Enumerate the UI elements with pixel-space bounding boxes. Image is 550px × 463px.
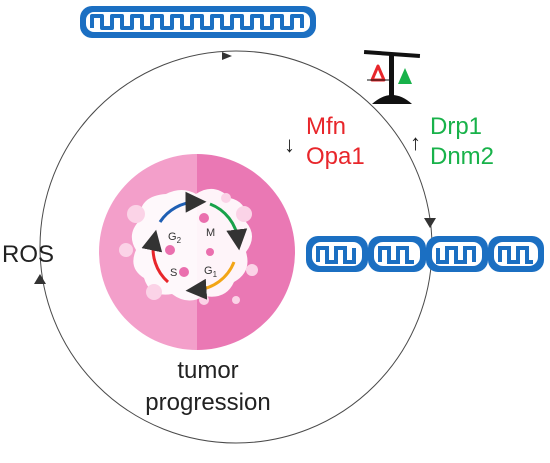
fission-protein-dnm2: Dnm2 <box>430 143 494 170</box>
balance-scale-icon <box>363 50 421 104</box>
cell-cycle-arrow-g1-s <box>185 261 236 300</box>
fragmented-mitochondrion-2 <box>368 236 426 272</box>
tumor-cell <box>99 154 295 350</box>
phase-label-m: M <box>206 227 215 239</box>
fragmented-mitochondrion-4 <box>488 236 544 272</box>
cell-cycle-arrow-s-g2 <box>141 229 170 284</box>
cell-cycle-ring <box>141 191 248 300</box>
cycle-arrow-top <box>222 52 232 60</box>
ros-label: ROS <box>2 241 54 268</box>
outcome-line-2: progression <box>145 389 270 416</box>
phase-label-s: S <box>170 267 177 279</box>
cycle-arrow-left <box>34 274 46 284</box>
cell-cycle-arrow-g2-m <box>158 191 207 223</box>
fragmented-mitochondrion-1 <box>306 236 368 272</box>
cycle-arrow-right <box>424 218 436 228</box>
fragmented-mitochondrion-3 <box>426 236 488 272</box>
fission-up-arrow: ↑ <box>410 130 421 155</box>
fission-protein-drp1: Drp1 <box>430 113 482 140</box>
fusion-down-arrow: ↓ <box>284 132 295 157</box>
outcome-line-1: tumor <box>177 357 238 384</box>
fusion-protein-opa1: Opa1 <box>306 143 365 170</box>
fused-mitochondrion <box>80 6 316 38</box>
fusion-protein-mfn: Mfn <box>306 113 346 140</box>
cell-cycle-arrow-m-g1 <box>209 202 248 251</box>
